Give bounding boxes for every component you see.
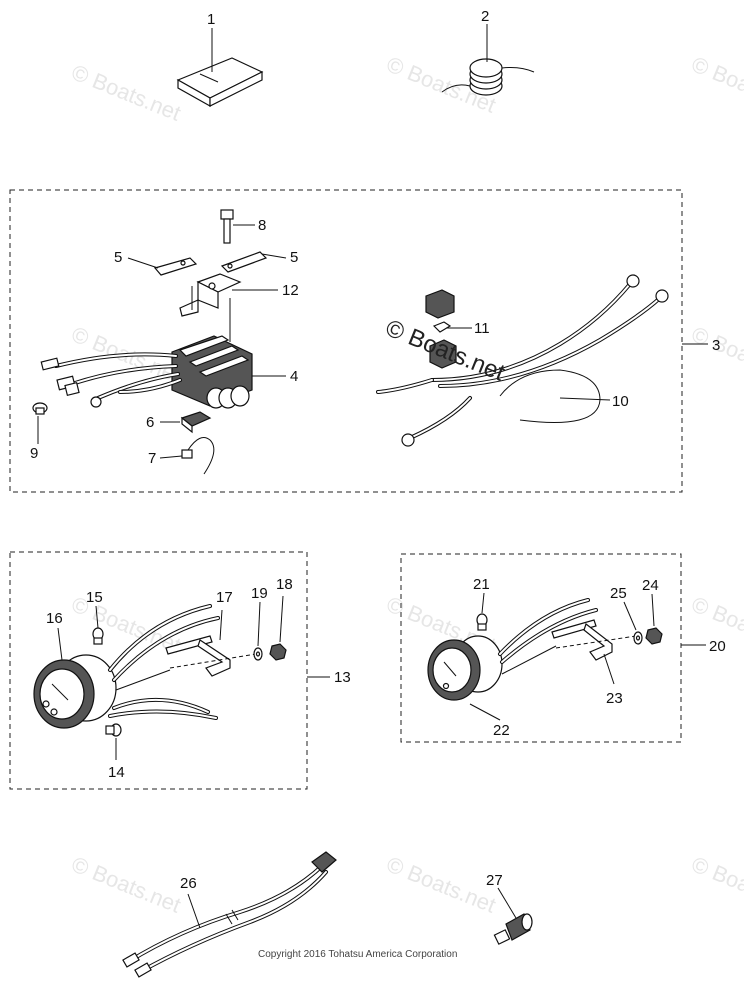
label-5b: 5	[290, 249, 298, 266]
label-27: 27	[486, 872, 503, 889]
leader-7	[159, 455, 183, 459]
label-19: 19	[251, 585, 268, 602]
label-11: 11	[474, 320, 490, 337]
label-17: 17	[216, 589, 233, 606]
part-18-nut	[269, 643, 287, 661]
part-10-harness	[376, 274, 669, 447]
label-7: 7	[148, 450, 156, 467]
watermark: © Boats.net	[68, 851, 184, 917]
part-15-bulb	[92, 627, 104, 645]
part-9-grommet	[32, 402, 48, 415]
leader-5b	[261, 253, 287, 259]
label-1: 1	[207, 11, 215, 28]
leader-10	[559, 397, 611, 401]
part-17-bracket	[165, 635, 231, 677]
part-4-wires	[40, 352, 182, 408]
leader-26	[187, 893, 201, 929]
label-18: 18	[276, 576, 293, 593]
part-26-harness	[122, 851, 337, 978]
label-26: 26	[180, 875, 197, 892]
part-7-tie	[181, 437, 215, 475]
group-3-box	[9, 189, 683, 493]
part-14-bulb	[105, 723, 122, 737]
leader-5a	[127, 257, 159, 269]
part-21-bulb	[476, 613, 488, 631]
group-20-box	[400, 553, 682, 743]
watermark: © Boats.net	[688, 321, 744, 387]
part-2-coil	[441, 58, 535, 96]
leader-17	[219, 609, 223, 641]
label-20: 20	[709, 638, 726, 655]
label-6: 6	[146, 414, 154, 431]
axis-line	[169, 653, 257, 669]
group-13-box	[9, 551, 308, 790]
label-8: 8	[258, 217, 266, 234]
part-19-washer	[253, 647, 263, 661]
label-13: 13	[334, 669, 351, 686]
leader-24	[651, 593, 655, 627]
leader-27	[497, 887, 517, 919]
part-23-bracket	[551, 619, 613, 661]
label-15: 15	[86, 589, 103, 606]
watermark: © Boats.net	[68, 59, 184, 125]
part-27-sender	[493, 913, 533, 945]
watermark: © Boats.net	[688, 851, 744, 917]
leader-22	[469, 703, 501, 721]
label-2: 2	[481, 8, 489, 25]
watermark-layer: © Boats.net © Boats.net © Boats.net © Bo…	[68, 51, 744, 917]
part-22-gauge	[427, 635, 503, 701]
part-13-wires	[108, 604, 220, 720]
part-24-nut	[645, 627, 663, 645]
label-12: 12	[282, 282, 299, 299]
watermark: © Boats.net	[383, 851, 499, 917]
label-22: 22	[493, 722, 510, 739]
label-23: 23	[606, 690, 623, 707]
leader-21	[481, 592, 485, 614]
label-21: 21	[473, 576, 490, 593]
leader-18	[279, 595, 284, 643]
label-10: 10	[612, 393, 629, 410]
label-24: 24	[642, 577, 659, 594]
leader-19	[257, 601, 261, 647]
label-3: 3	[712, 337, 720, 354]
copyright-text: Copyright 2016 Tohatsu America Corporati…	[258, 949, 457, 960]
leader-16	[57, 627, 63, 661]
label-9: 9	[30, 445, 38, 462]
leader-15	[95, 605, 99, 629]
label-16: 16	[46, 610, 63, 627]
part-6-pad	[180, 411, 212, 434]
label-4: 4	[290, 368, 298, 385]
part-8-bolt	[220, 209, 234, 244]
leader-23	[603, 653, 615, 685]
label-25: 25	[610, 585, 627, 602]
part-20-wires	[498, 598, 598, 675]
part-11-relay	[425, 289, 457, 369]
part-1-pad	[176, 57, 264, 108]
part-5-shim-left	[153, 257, 198, 276]
watermark: © Boats.net	[688, 51, 744, 117]
part-25-washer	[633, 631, 643, 645]
part-4-rectifier	[171, 335, 253, 409]
part-5-shim-right	[220, 251, 268, 273]
part-16-gauge	[33, 654, 117, 729]
part-12-bracket	[179, 273, 242, 317]
label-5a: 5	[114, 249, 122, 266]
leader-25	[623, 601, 637, 631]
label-14: 14	[108, 764, 125, 781]
